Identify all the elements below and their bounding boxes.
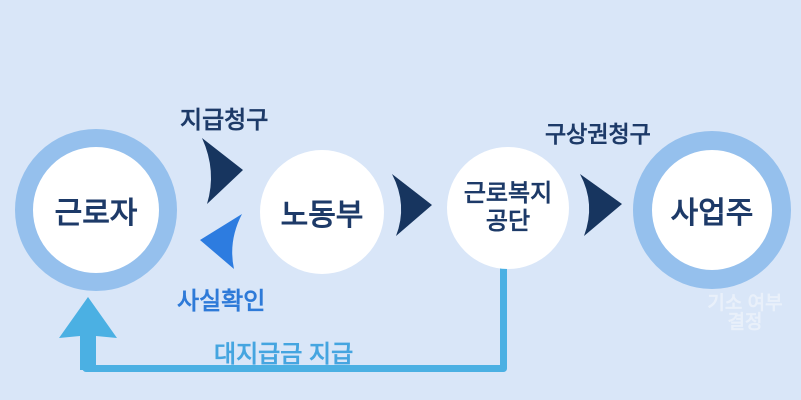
node-employer-label: 사업주	[670, 197, 754, 230]
node-worker: 근로자	[15, 129, 177, 291]
watermark-line1: 기소 여부	[707, 293, 783, 314]
node-welfare-service-label-line1: 근로복지	[463, 180, 553, 208]
edge-label-payment-claim: 지급청구	[180, 107, 269, 134]
watermark-line2: 결정	[727, 312, 763, 333]
node-employer: 사업주	[633, 131, 791, 289]
node-ministry-of-labor: 노동부	[260, 150, 384, 274]
node-welfare-service: 근로복지 공단	[447, 147, 569, 269]
substitute-payment-arrowhead-icon	[59, 297, 117, 370]
node-worker-label: 근로자	[54, 197, 138, 230]
payment-claim-arrow-icon	[202, 138, 243, 204]
edge-label-substitute-payment: 대지급금 지급	[214, 341, 354, 368]
substitute-payment-line	[82, 263, 507, 372]
ministry-to-welfare-arrow-icon	[392, 174, 432, 236]
fact-check-arrow-icon	[200, 214, 242, 269]
edge-label-fact-check: 사실확인	[177, 288, 266, 315]
node-ministry-of-labor-label: 노동부	[280, 199, 364, 232]
node-welfare-service-label: 근로복지 공단	[464, 180, 552, 235]
edge-label-indemnity-claim: 구상권청구	[545, 121, 651, 147]
welfare-to-employer-arrow-icon	[580, 174, 622, 236]
node-welfare-service-label-line2: 공단	[485, 208, 531, 235]
watermark-prosecution-decision: 기소 여부 결정	[695, 294, 795, 332]
